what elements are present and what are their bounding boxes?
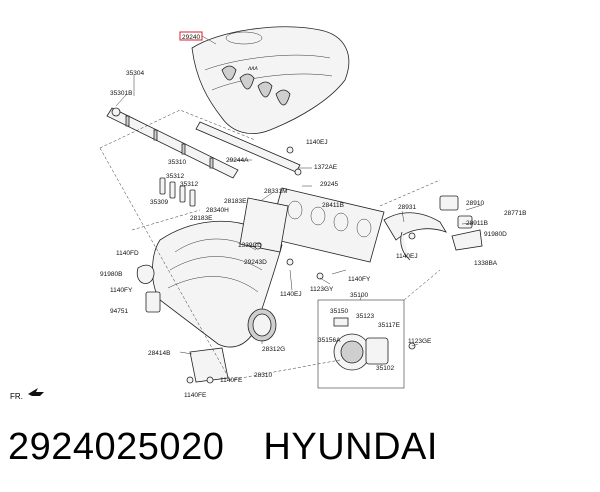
throttle-body-box[interactable]: [317, 299, 405, 389]
injectors[interactable]: [159, 177, 196, 207]
callout-1140fy-right: 1140FY: [348, 276, 371, 283]
manifold-flange[interactable]: [239, 197, 289, 253]
callout-28340h: 28340H: [206, 207, 229, 214]
callout-1140ej-right: 1140EJ: [396, 253, 418, 260]
callout-28312g: 28312G: [262, 346, 285, 353]
callout-28331m: 28331M: [264, 188, 288, 195]
callout-35310: 35310: [168, 159, 186, 166]
callout-91980d: 91980D: [484, 231, 507, 238]
pcv-hose-group[interactable]: [383, 195, 483, 261]
callout-35117e: 35117E: [378, 322, 401, 329]
callout-28771b: 28771B: [504, 210, 526, 217]
callout-94751: 94751: [110, 308, 128, 315]
callout-28910: 28910: [466, 200, 484, 207]
caption: 2924025020 HYUNDAI: [8, 426, 438, 469]
callout-35309: 35309: [150, 199, 168, 206]
brand-name: HYUNDAI: [263, 426, 438, 468]
manifold-support-bracket[interactable]: [136, 264, 229, 383]
callout-1140fe-left: 1140FE: [184, 392, 207, 399]
callout-28931: 28931: [398, 204, 416, 211]
callout-28414b: 28414B: [148, 350, 170, 357]
callout-29243d: 29243D: [244, 259, 267, 266]
callout-35312-b: 35312: [180, 181, 198, 188]
cover-logo-mark: ᴧᴧᴧ: [247, 65, 258, 72]
callout-91980b: 91980B: [100, 271, 122, 278]
engine-cover[interactable]: ᴧᴧᴧ: [191, 26, 350, 134]
fuel-rail[interactable]: [106, 107, 239, 179]
callout-28183e-a: 28183E: [224, 198, 247, 205]
callout-1140fd: 1140FD: [116, 250, 139, 257]
callout-35312-a: 35312: [166, 173, 184, 180]
front-direction-arrow-icon: [28, 388, 44, 396]
callout-29240: 29240: [182, 34, 200, 41]
part-number: 2924025020: [8, 426, 225, 468]
callout-35150: 35150: [330, 308, 348, 315]
callout-35304: 35304: [126, 70, 144, 77]
manifold-gasket[interactable]: [267, 187, 385, 263]
callout-28310: 28310: [254, 372, 272, 379]
callout-1140fe-right: 1140FE: [220, 377, 243, 384]
callout-1123ge: 1123GE: [408, 338, 432, 345]
callout-1123gy: 1123GY: [310, 286, 334, 293]
callout-1339cd: 1339CD: [238, 242, 262, 249]
callout-1140ej-bottom: 1140EJ: [280, 291, 302, 298]
callout-35123: 35123: [356, 313, 374, 320]
callout-1338ba: 1338BA: [474, 260, 498, 267]
intake-manifold[interactable]: [152, 220, 283, 348]
callout-1140fy-left: 1140FY: [110, 287, 133, 294]
callout-28183e-b: 28183E: [190, 215, 213, 222]
bolts[interactable]: [186, 146, 416, 384]
callout-29244a: 29244A: [226, 157, 249, 164]
direction-label: FR.: [10, 392, 23, 401]
callout-35301b: 35301B: [110, 90, 132, 97]
callout-35100: 35100: [350, 292, 368, 299]
callout-1372ae: 1372AE: [314, 164, 338, 171]
exploded-parts-diagram: ᴧᴧᴧ: [28, 26, 526, 399]
callout-35102: 35102: [376, 365, 394, 372]
callout-1140ej-top: 1140EJ: [306, 139, 328, 146]
callout-28411b: 28411B: [322, 202, 344, 209]
callout-28911b: 28911B: [466, 220, 488, 227]
callout-29245: 29245: [320, 181, 338, 188]
callout-35156a: 35156A: [318, 337, 341, 344]
